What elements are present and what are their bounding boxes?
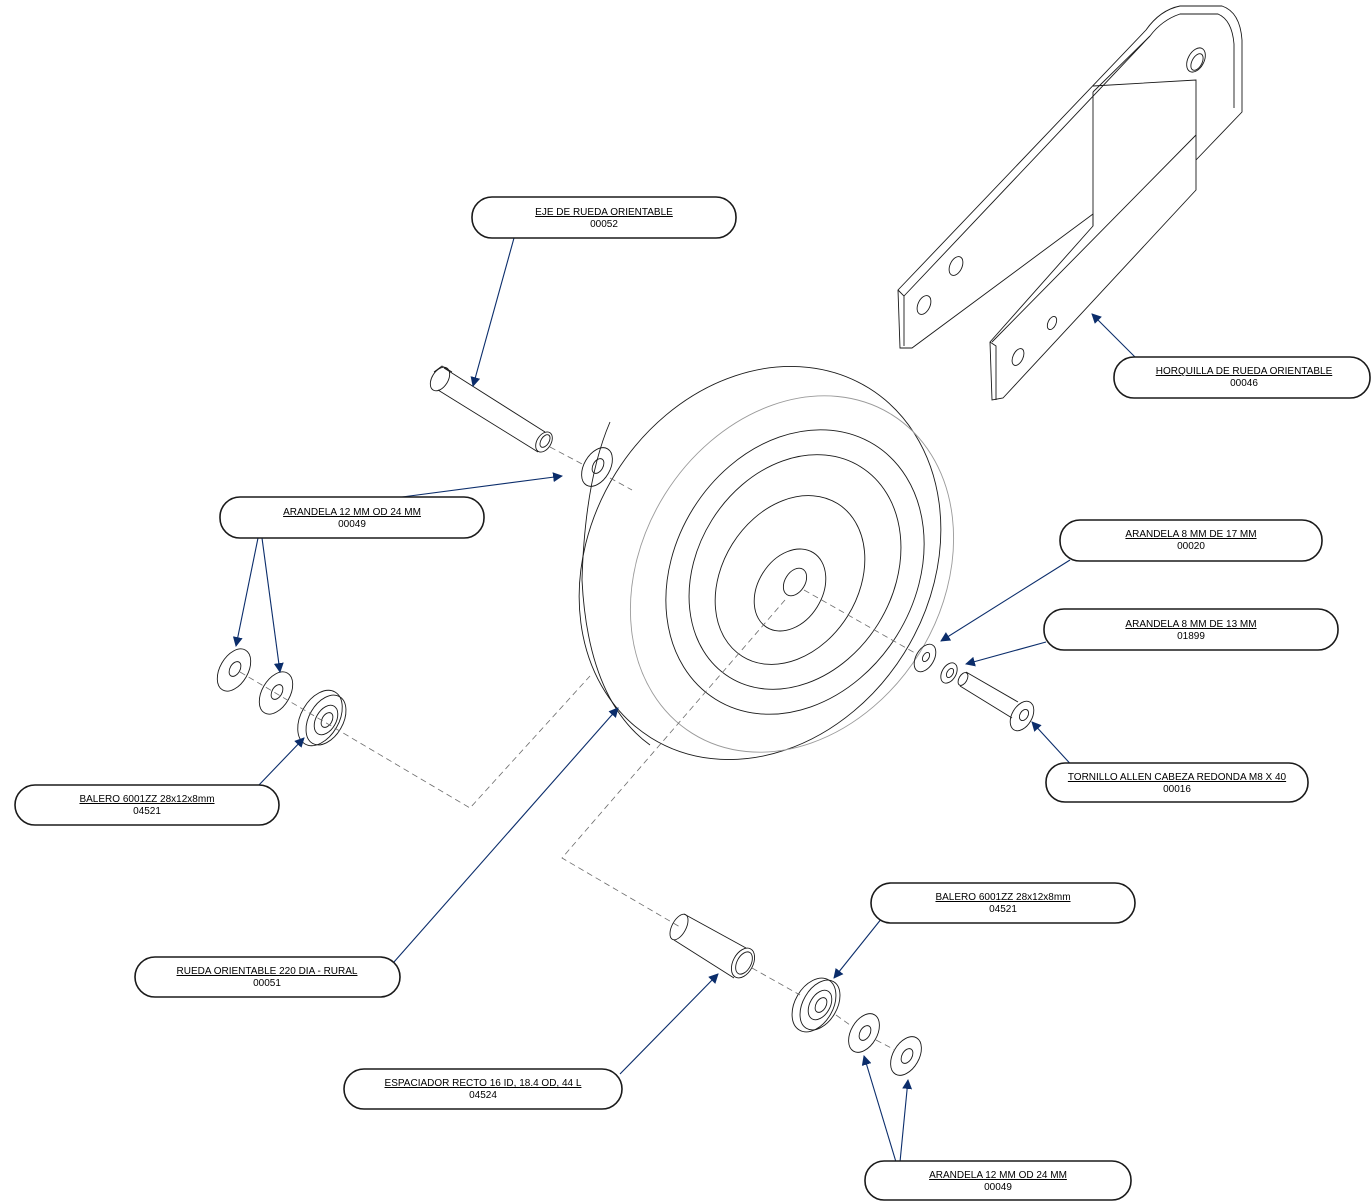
callout-eje-code: 00052 <box>590 219 618 230</box>
leader-balero-left <box>257 737 305 787</box>
callout-arandela-8-13: ARANDELA 8 MM DE 13 MM 01899 <box>1043 608 1339 651</box>
callout-balero-right-code: 04521 <box>989 904 1017 915</box>
leader-arandela-bottom-b <box>899 1079 913 1163</box>
callout-arandela-12-top-code: 00049 <box>338 519 366 530</box>
callout-rueda: RUEDA ORIENTABLE 220 DIA - RURAL 00051 <box>134 956 401 998</box>
callout-rueda-code: 00051 <box>253 978 281 989</box>
callout-arandela-8-17-code: 00020 <box>1177 541 1205 552</box>
leader-arandela-left-a <box>232 537 259 647</box>
callout-horquilla-name: HORQUILLA DE RUEDA ORIENTABLE <box>1156 366 1333 377</box>
callout-eje-name: EJE DE RUEDA ORIENTABLE <box>535 207 673 218</box>
callout-arandela-8-17: ARANDELA 8 MM DE 17 MM 00020 <box>1059 519 1323 562</box>
leader-balero-right <box>833 917 883 979</box>
callout-balero-left-code: 04521 <box>133 806 161 817</box>
center-lines <box>239 446 916 1051</box>
wheel-part <box>578 365 955 761</box>
callout-balero-right-name: BALERO 6001ZZ 28x12x8mm <box>935 892 1070 903</box>
callout-arandela-12-bottom-code: 00049 <box>984 1182 1012 1193</box>
callout-arandela-12-bottom: ARANDELA 12 MM OD 24 MM 00049 <box>864 1160 1132 1201</box>
leader-lines <box>232 237 1136 1163</box>
bearing-left-part <box>297 689 347 747</box>
leader-rueda <box>393 707 619 963</box>
leader-espaciador <box>619 973 719 1075</box>
washer-8-13-part <box>940 662 958 684</box>
washer-top-part <box>581 447 613 487</box>
callout-arandela-8-17-name: ARANDELA 8 MM DE 17 MM <box>1125 529 1256 540</box>
callout-balero-left: BALERO 6001ZZ 28x12x8mm 04521 <box>14 784 280 826</box>
callout-tornillo: TORNILLO ALLEN CABEZA REDONDA M8 X 40 00… <box>1045 762 1309 803</box>
leader-arandela-left-b <box>261 537 284 673</box>
leader-arandela-8-17 <box>940 559 1071 642</box>
callout-tornillo-name: TORNILLO ALLEN CABEZA REDONDA M8 X 40 <box>1068 772 1287 783</box>
callout-arandela-8-13-code: 01899 <box>1177 631 1205 642</box>
leader-horquilla <box>1091 313 1136 358</box>
leader-arandela-top <box>401 472 563 498</box>
callout-balero-right: BALERO 6001ZZ 28x12x8mm 04521 <box>870 882 1136 924</box>
callout-espaciador: ESPACIADOR RECTO 16 ID, 18.4 OD, 44 L 04… <box>343 1068 623 1110</box>
bolt-part <box>957 671 1035 732</box>
callout-arandela-8-13-name: ARANDELA 8 MM DE 13 MM <box>1125 619 1256 630</box>
callout-eje: EJE DE RUEDA ORIENTABLE 00052 <box>471 196 737 239</box>
callout-arandela-12-top-name: ARANDELA 12 MM OD 24 MM <box>283 507 421 518</box>
spacer-part <box>669 913 756 979</box>
axle-part <box>429 365 553 453</box>
washers-left-part <box>216 648 294 715</box>
callout-espaciador-name: ESPACIADOR RECTO 16 ID, 18.4 OD, 44 L <box>385 1078 582 1089</box>
leader-arandela-bottom-a <box>861 1055 897 1163</box>
callout-arandela-12-bottom-name: ARANDELA 12 MM OD 24 MM <box>929 1170 1067 1181</box>
callout-horquilla: HORQUILLA DE RUEDA ORIENTABLE 00046 <box>1113 356 1371 399</box>
leader-arandela-8-13 <box>965 641 1047 667</box>
bearing-right-part <box>791 977 841 1033</box>
callout-espaciador-code: 04524 <box>469 1090 497 1101</box>
callout-horquilla-code: 00046 <box>1230 378 1258 389</box>
fork-part <box>897 5 1243 401</box>
leader-tornillo <box>1031 721 1077 771</box>
washer-8-17-part <box>913 643 937 673</box>
callout-tornillo-code: 00016 <box>1163 784 1191 795</box>
callout-rueda-name: RUEDA ORIENTABLE 220 DIA - RURAL <box>177 966 358 977</box>
callout-balero-left-name: BALERO 6001ZZ 28x12x8mm <box>79 794 214 805</box>
callout-arandela-12-top: ARANDELA 12 MM OD 24 MM 00049 <box>219 496 485 539</box>
leader-eje <box>470 237 515 387</box>
